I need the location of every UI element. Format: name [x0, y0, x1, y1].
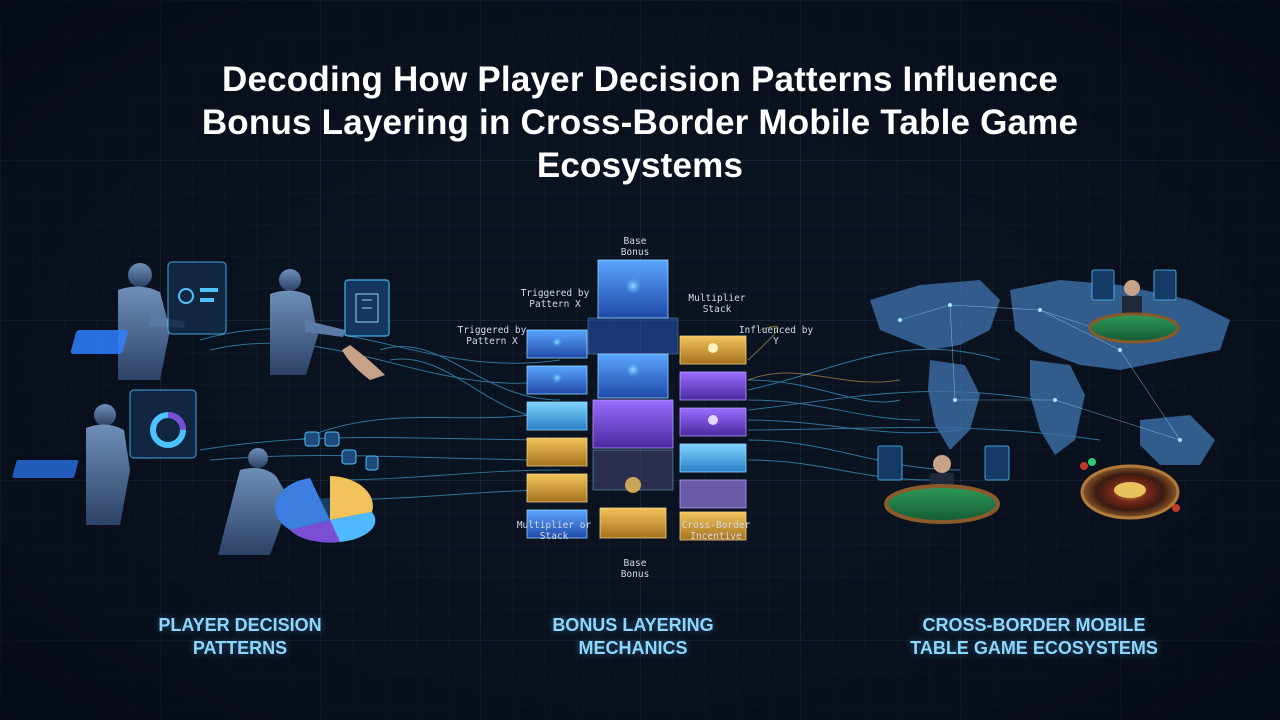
page-title: Decoding How Player Decision Patterns In… [0, 58, 1280, 187]
bonus-stack-right [679, 335, 747, 541]
title-line-2: Bonus Layering in Cross-Border Mobile Ta… [201, 103, 1079, 142]
world-map [870, 280, 1230, 465]
dealer-table-top [1088, 269, 1180, 344]
title-line-3: Ecosystems [536, 146, 744, 185]
bonus-stack-left [526, 329, 588, 539]
flow-lines-gold [747, 325, 901, 383]
dealer-table-bottom [877, 445, 1010, 524]
player-figure-1 [70, 261, 227, 380]
bonus-stack-center [587, 259, 679, 539]
title-line-1: Decoding How Player Decision Patterns In… [221, 60, 1058, 99]
player-figure-4 [218, 431, 379, 555]
roulette-wheel [1080, 458, 1180, 520]
player-figure-2 [270, 269, 390, 380]
player-figure-3 [12, 389, 197, 525]
